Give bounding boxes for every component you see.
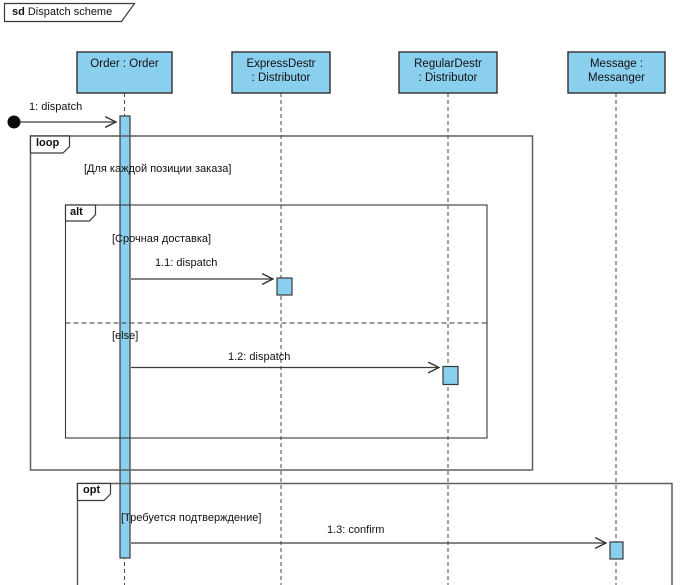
message-label-1-3[interactable]: 1.3: confirm (327, 524, 385, 536)
lifeline-label-express[interactable]: ExpressDestr : Distributor (246, 58, 316, 84)
frame-title-text: Dispatch scheme (27, 6, 113, 18)
activation-regular[interactable] (442, 365, 459, 386)
opt-guard[interactable]: [Требуется подтверждение] (121, 512, 262, 524)
loop-guard[interactable]: [Для каждой позиции заказа] (84, 163, 232, 175)
frame-title-pentagon[interactable] (3, 2, 136, 23)
frame-keyword: sd (12, 6, 25, 18)
opt-fragment-border[interactable] (76, 482, 673, 585)
lifeline-head-regular[interactable] (398, 51, 498, 94)
message-label-1[interactable]: 1: dispatch (29, 101, 83, 113)
loop-operator-label[interactable]: loop (36, 137, 60, 149)
activation-order[interactable] (119, 115, 131, 559)
alt-guard[interactable]: [Срочная доставка] (112, 233, 212, 245)
alt-operator-label[interactable]: alt (70, 206, 83, 218)
activation-message[interactable] (609, 541, 624, 560)
lifeline-head-order[interactable] (76, 51, 173, 94)
message-label-1-2[interactable]: 1.2: dispatch (228, 351, 291, 363)
alt-operator-pentagon[interactable] (64, 204, 97, 222)
lifeline-label-regular[interactable]: RegularDestr : Distributor (414, 58, 482, 84)
opt-operator-pentagon[interactable] (76, 482, 112, 502)
lifeline-head-message[interactable] (567, 51, 666, 94)
else-guard[interactable]: [else] (112, 330, 139, 342)
alt-fragment-border[interactable] (64, 204, 488, 439)
lifeline-label-order[interactable]: Order : Order (90, 58, 159, 70)
lifeline-label-message[interactable]: Message : Messanger (588, 58, 645, 84)
activation-express[interactable] (276, 277, 293, 296)
opt-operator-label[interactable]: opt (83, 484, 101, 496)
found-message-endpoint[interactable] (7, 115, 21, 129)
loop-operator-pentagon[interactable] (29, 135, 71, 154)
lifeline-head-express[interactable] (231, 51, 331, 94)
message-label-1-1[interactable]: 1.1: dispatch (155, 257, 218, 269)
loop-fragment-border[interactable] (29, 135, 534, 471)
